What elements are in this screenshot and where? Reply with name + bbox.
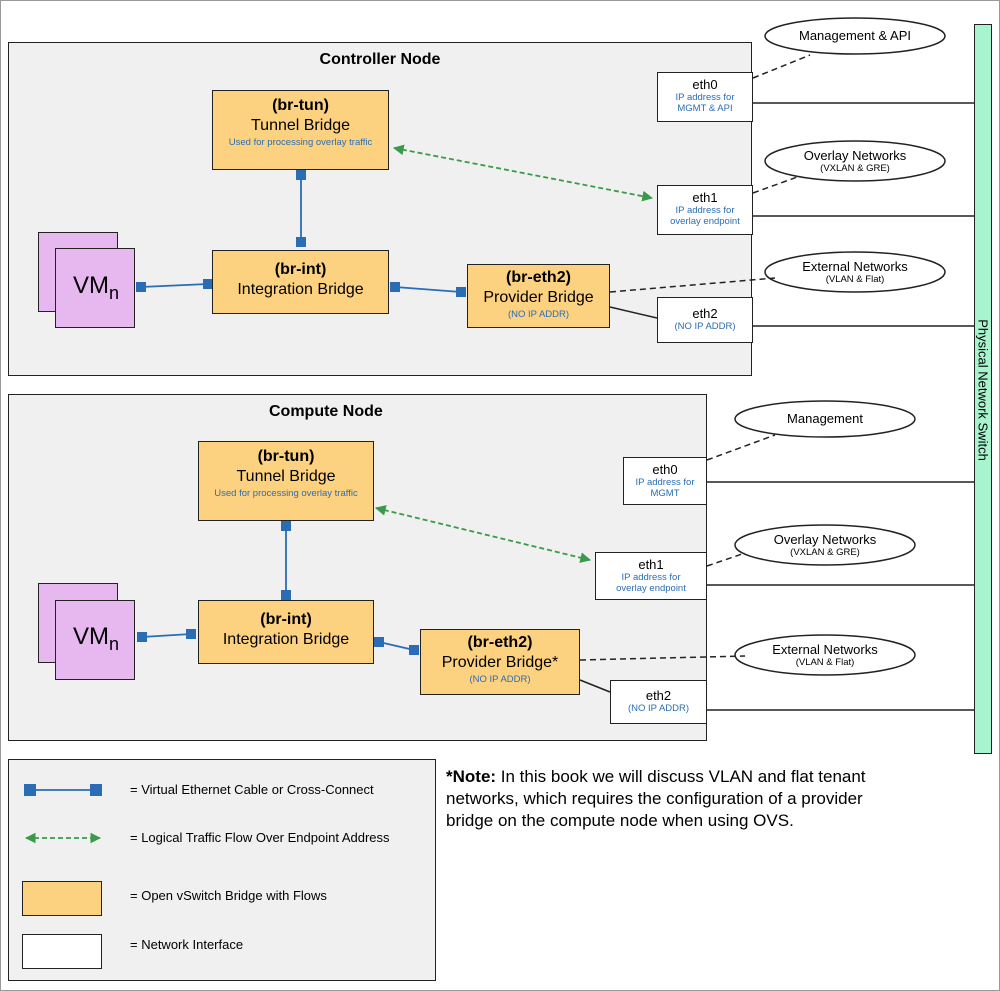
bridge-tag: (br-tun)	[257, 448, 315, 465]
controller-eth2: eth2 (NO IP ADDR)	[657, 297, 753, 343]
veth-ctrl-int-eth2	[390, 282, 466, 297]
cloud-sub: (VXLAN & GRE)	[790, 547, 860, 558]
bridge-tag: (br-tun)	[272, 97, 329, 114]
compute-eth2: eth2 (NO IP ADDR)	[610, 680, 707, 724]
compute-eth0: eth0 IP address for MGMT	[623, 457, 707, 505]
switch-label: Physical Network Switch	[975, 319, 991, 461]
compute-node-title: Compute Node	[269, 403, 383, 420]
cloud-text-controller-overlay: Overlay Networks (VXLAN & GRE)	[755, 148, 955, 174]
nic-name: eth1	[638, 557, 664, 572]
cloud-title: Overlay Networks	[773, 532, 877, 547]
nic-ip: IP address for overlay endpoint	[616, 572, 686, 594]
nic-ip: (NO IP ADDR)	[674, 321, 736, 332]
controller-eth1: eth1 IP address for overlay endpoint	[657, 185, 753, 235]
cloud-sub: (VXLAN & GRE)	[820, 163, 890, 174]
legend-bridge-symbol	[22, 881, 102, 916]
nic-name: eth0	[692, 77, 718, 92]
cloud-title: Overlay Networks	[803, 148, 907, 163]
controller-eth0: eth0 IP address for MGMT & API	[657, 72, 753, 122]
bridge-tag: (br-int)	[274, 261, 327, 278]
legend-veth-label: = Virtual Ethernet Cable or Cross-Connec…	[130, 782, 374, 797]
nic-name: eth1	[692, 190, 718, 205]
nic-ip: IP address for overlay endpoint	[670, 205, 740, 227]
bridge-subtext: Used for processing overlay traffic	[214, 488, 358, 499]
bridge-tag: (br-eth2)	[467, 634, 533, 651]
compute-eth1: eth1 IP address for overlay endpoint	[595, 552, 707, 600]
compute-br-tun: (br-tun) Tunnel Bridge Used for processi…	[198, 441, 374, 521]
legend-bridge-label: = Open vSwitch Bridge with Flows	[130, 888, 327, 903]
cloud-controller-mgmt	[764, 17, 946, 55]
bridge-name: Provider Bridge	[483, 289, 594, 306]
cloud-compute-overlay	[734, 524, 916, 566]
legend-logical-label: = Logical Traffic Flow Over Endpoint Add…	[130, 830, 390, 845]
controller-br-eth2: (br-eth2) Provider Bridge (NO IP ADDR)	[467, 264, 610, 328]
compute-br-int: (br-int) Integration Bridge	[198, 600, 374, 664]
compute-br-eth2: (br-eth2) Provider Bridge* (NO IP ADDR)	[420, 629, 580, 695]
cloud-sub: (VLAN & Flat)	[825, 274, 885, 285]
footnote-text: In this book we will discuss VLAN and fl…	[446, 767, 866, 830]
logical-flow-compute	[374, 505, 592, 563]
bridge-tag: (br-int)	[260, 611, 312, 628]
nic-ip: (NO IP ADDR)	[627, 703, 690, 714]
veth-ctrl-vm-int	[136, 279, 213, 292]
cloud-sub: (VLAN & Flat)	[795, 657, 855, 668]
cloud-controller-external	[764, 251, 946, 293]
bridge-name: Tunnel Bridge	[250, 117, 351, 134]
compute-vm-label: VMn	[73, 623, 120, 654]
bridge-name: Integration Bridge	[237, 281, 364, 298]
physical-network-switch	[974, 24, 992, 754]
controller-br-tun: (br-tun) Tunnel Bridge Used for processi…	[212, 90, 389, 170]
veth-comp-tun-int	[281, 521, 291, 600]
cloud-compute-external	[734, 634, 916, 676]
bridge-tag: (br-eth2)	[506, 269, 571, 286]
legend-nic-label: = Network Interface	[130, 937, 244, 952]
cloud-text-compute-external: External Networks (VLAN & Flat)	[725, 642, 925, 668]
veth-comp-vm-int	[137, 629, 196, 642]
cloud-compute-mgmt	[734, 400, 916, 438]
controller-br-int: (br-int) Integration Bridge	[212, 250, 389, 314]
cloud-title: External Networks	[802, 259, 908, 274]
controller-vm-label: VMn	[73, 272, 120, 303]
cloud-text-compute-mgmt: Management	[725, 411, 925, 426]
bridge-subtext: (NO IP ADDR)	[507, 309, 570, 320]
bridge-name: Integration Bridge	[222, 631, 350, 648]
nic-ip: IP address for MGMT	[635, 477, 695, 499]
cloud-title: Management & API	[798, 28, 911, 43]
cloud-text-controller-external: External Networks (VLAN & Flat)	[755, 259, 955, 285]
controller-node-title: Controller Node	[319, 51, 441, 68]
nic-name: eth0	[652, 462, 678, 477]
nic-name: eth2	[692, 306, 718, 321]
veth-ctrl-tun-int	[296, 170, 306, 247]
logical-flow-controller	[392, 144, 654, 202]
cloud-controller-overlay	[764, 140, 946, 182]
veth-comp-int-eth2	[374, 637, 419, 655]
bridge-name: Provider Bridge*	[441, 654, 559, 671]
cloud-text-compute-overlay: Overlay Networks (VXLAN & GRE)	[725, 532, 925, 558]
compute-vm-front	[55, 600, 135, 680]
bridge-name: Tunnel Bridge	[236, 468, 336, 485]
nic-name: eth2	[645, 688, 672, 703]
footnote-bold: *Note:	[446, 767, 497, 786]
controller-vm-front	[55, 248, 135, 328]
bridge-subtext: (NO IP ADDR)	[469, 674, 531, 685]
legend-veth-symbol	[24, 784, 102, 796]
legend-nic-symbol	[22, 934, 102, 969]
cloud-text-controller-mgmt: Management & API	[755, 28, 955, 43]
cloud-title: Management	[787, 411, 863, 426]
footnote: *Note: In this book we will discuss VLAN…	[446, 766, 886, 832]
cloud-title: External Networks	[772, 642, 878, 657]
bridge-subtext: Used for processing overlay traffic	[228, 137, 373, 148]
nic-ip: IP address for MGMT & API	[675, 92, 735, 114]
